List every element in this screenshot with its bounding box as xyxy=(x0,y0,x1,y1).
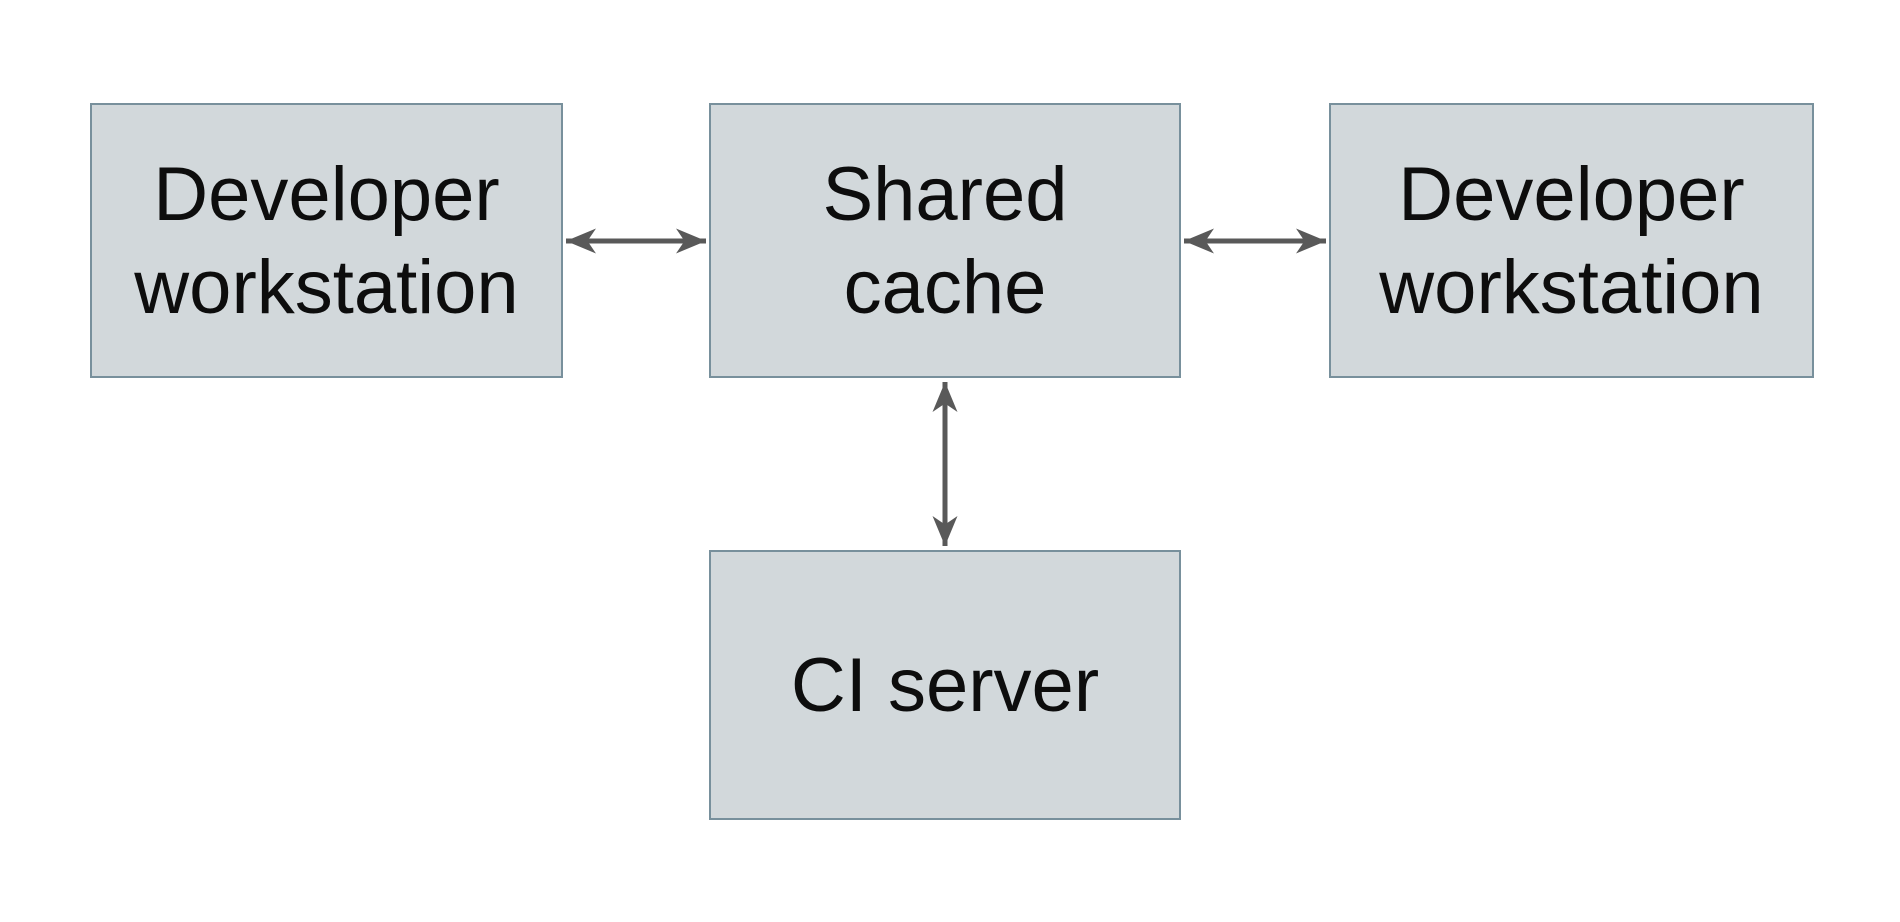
node-developer-workstation-left: Developer workstation xyxy=(90,103,563,378)
node-developer-workstation-left-label: Developer workstation xyxy=(134,151,519,330)
node-developer-workstation-right: Developer workstation xyxy=(1329,103,1814,378)
node-developer-workstation-right-label: Developer workstation xyxy=(1379,151,1764,330)
node-shared-cache: Shared cache xyxy=(709,103,1181,378)
node-ci-server: CI server xyxy=(709,550,1181,820)
node-ci-server-label: CI server xyxy=(790,642,1100,728)
node-shared-cache-label: Shared cache xyxy=(822,151,1068,330)
